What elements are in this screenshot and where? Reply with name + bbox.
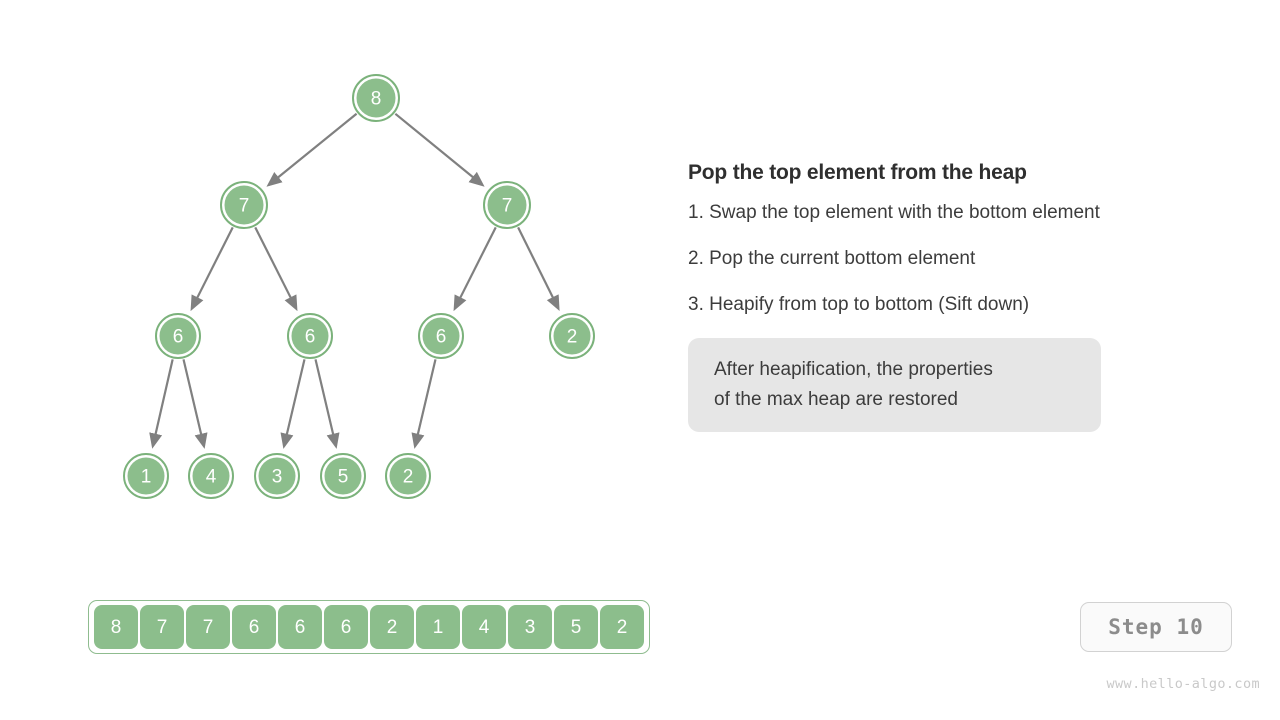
tree-node-fill xyxy=(192,457,230,495)
array-cell: 3 xyxy=(508,605,552,649)
tree-node: 3 xyxy=(254,453,300,499)
tree-edge-arrow xyxy=(453,226,497,312)
tree-node: 6 xyxy=(418,313,464,359)
tree-node-ring xyxy=(483,181,531,229)
tree-node-ring xyxy=(385,453,431,499)
callout-box: After heapification, the properties of t… xyxy=(688,338,1101,433)
array-cell: 6 xyxy=(324,605,368,649)
array-cell: 1 xyxy=(416,605,460,649)
tree-edge-arrow xyxy=(411,359,437,449)
tree-node: 7 xyxy=(483,181,531,229)
binary-tree-diagram: 8 7 7 6 6 6 2 1 4 3 5 2 xyxy=(0,0,680,560)
tree-node-fill xyxy=(553,317,591,355)
tree-node-ring xyxy=(155,313,201,359)
step-badge: Step 10 xyxy=(1080,602,1232,652)
page-title: Pop the top element from the heap xyxy=(688,161,1027,184)
tree-node: 2 xyxy=(385,453,431,499)
tree-node-ring xyxy=(188,453,234,499)
tree-edge-arrow xyxy=(254,226,298,312)
tree-node: 6 xyxy=(155,313,201,359)
callout-line-1: After heapification, the properties xyxy=(714,359,993,381)
tree-node-fill xyxy=(389,457,427,495)
watermark: www.hello-algo.com xyxy=(1106,676,1260,692)
tree-edge-arrow xyxy=(394,112,485,187)
tree-edge-arrow xyxy=(182,359,208,449)
tree-node: 4 xyxy=(188,453,234,499)
instruction-step-1: 1. Swap the top element with the bottom … xyxy=(688,202,1100,224)
array-cell: 8 xyxy=(94,605,138,649)
tree-edge-arrow xyxy=(190,226,234,312)
instruction-step-3: 3. Heapify from top to bottom (Sift down… xyxy=(688,293,1030,315)
array-cell: 2 xyxy=(600,605,644,649)
array-cell: 6 xyxy=(232,605,276,649)
tree-edge-arrow xyxy=(314,359,340,449)
tree-node: 8 xyxy=(352,74,400,122)
callout-line-2: of the max heap are restored xyxy=(714,388,958,410)
tree-node-ring xyxy=(220,181,268,229)
tree-node-fill xyxy=(159,317,197,355)
tree-node-fill xyxy=(224,185,264,225)
tree-node-ring xyxy=(352,74,400,122)
tree-node-fill xyxy=(291,317,329,355)
tree-node: 2 xyxy=(549,313,595,359)
array-cell: 5 xyxy=(554,605,598,649)
tree-node-ring xyxy=(549,313,595,359)
tree-node-value: 2 xyxy=(403,467,414,488)
tree-edge-arrow xyxy=(280,359,306,449)
tree-node-ring xyxy=(418,313,464,359)
tree-node-value: 6 xyxy=(173,327,184,348)
array-cell: 7 xyxy=(186,605,230,649)
tree-node-value: 4 xyxy=(206,467,217,488)
array-cell: 2 xyxy=(370,605,414,649)
explanation-panel: Pop the top element from the heap 1. Swa… xyxy=(688,160,1248,433)
tree-node-fill xyxy=(127,457,165,495)
tree-node-fill xyxy=(356,78,396,118)
tree-node-ring xyxy=(287,313,333,359)
tree-edges xyxy=(149,112,560,449)
array-cell: 7 xyxy=(140,605,184,649)
tree-node-value: 2 xyxy=(567,327,578,348)
tree-node: 1 xyxy=(123,453,169,499)
tree-node-fill xyxy=(258,457,296,495)
tree-node-fill xyxy=(324,457,362,495)
tree-node-value: 7 xyxy=(239,196,250,217)
tree-node: 7 xyxy=(220,181,268,229)
array-cell: 6 xyxy=(278,605,322,649)
tree-svg: 8 7 7 6 6 6 2 1 4 3 5 2 xyxy=(123,74,595,499)
tree-node-value: 6 xyxy=(436,327,447,348)
tree-node-ring xyxy=(320,453,366,499)
tree-nodes: 8 7 7 6 6 6 2 1 4 3 5 2 xyxy=(123,74,595,499)
tree-node-value: 5 xyxy=(338,467,349,488)
tree-node-value: 3 xyxy=(272,467,283,488)
tree-node-fill xyxy=(422,317,460,355)
tree-edge-arrow xyxy=(517,226,560,311)
tree-node-ring xyxy=(254,453,300,499)
tree-node-ring xyxy=(123,453,169,499)
array-cell: 4 xyxy=(462,605,506,649)
tree-node-value: 6 xyxy=(305,327,316,348)
tree-node-value: 7 xyxy=(502,196,513,217)
tree-node-value: 8 xyxy=(371,89,382,110)
tree-node: 5 xyxy=(320,453,366,499)
instruction-step-2: 2. Pop the current bottom element xyxy=(688,247,976,269)
tree-edge-arrow xyxy=(266,112,358,187)
tree-node-fill xyxy=(487,185,527,225)
tree-node: 6 xyxy=(287,313,333,359)
tree-edge-arrow xyxy=(149,359,174,449)
tree-node-value: 1 xyxy=(141,467,152,488)
